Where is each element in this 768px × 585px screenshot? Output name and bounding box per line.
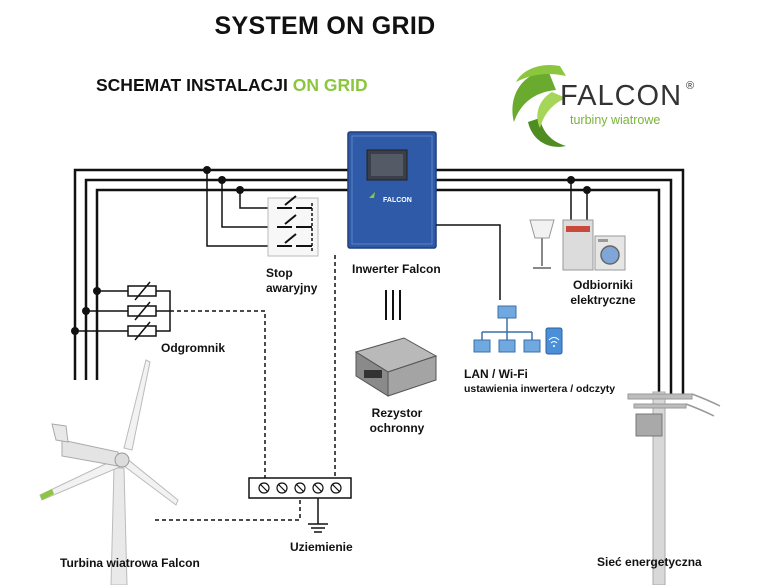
falcon-logo-icon <box>512 64 566 147</box>
loads-label-line1: Odbiorniki <box>573 278 633 292</box>
subtitle-accent: ON GRID <box>292 75 368 95</box>
wind-turbine-icon <box>39 359 179 585</box>
turbine-label: Turbina wiatrowa Falcon <box>60 556 200 570</box>
brand-registered-mark: ® <box>686 80 695 92</box>
loads-label: Odbiorniki elektryczne <box>548 278 658 308</box>
lan-label-line2: ustawienia inwertera / odczyty <box>464 383 616 395</box>
inverter-badge: FALCON <box>383 197 412 204</box>
inverter-icon <box>347 131 437 249</box>
resistor-leads <box>385 290 401 320</box>
page-title: SYSTEM ON GRID <box>214 12 436 40</box>
stop-switch-icon <box>206 170 319 257</box>
terminal-block-icon <box>248 477 352 499</box>
surge-arrester-label: Odgromnik <box>161 341 226 355</box>
lan-label-line1: LAN / Wi-Fi <box>464 367 528 381</box>
stop-label: Stop awaryjny <box>266 266 317 296</box>
grid-label: Sieć energetyczna <box>597 555 702 569</box>
boiler-icon <box>562 219 594 271</box>
brand-name: FALCON <box>560 80 683 112</box>
lan-cable <box>436 224 501 300</box>
power-pole-icon <box>627 391 721 585</box>
subtitle-prefix: SCHEMAT INSTALACJI <box>96 75 288 95</box>
inverter-label: Inwerter Falcon <box>352 262 441 276</box>
brand-tagline: turbiny wiatrowe <box>570 113 661 127</box>
resistor-label-line1: Rezystor <box>371 406 423 420</box>
stop-label-line2: awaryjny <box>266 281 318 295</box>
lamp-icon <box>529 219 555 269</box>
tablet-wifi-icon <box>545 327 563 355</box>
resistor-label: Rezystor ochronny <box>357 406 437 436</box>
lan-label: LAN / Wi-Fi ustawienia inwertera / odczy… <box>464 367 615 397</box>
washing-machine-icon <box>594 235 626 271</box>
ground-wires <box>155 255 336 521</box>
ground-symbol-icon <box>308 498 328 533</box>
computer-network-icon <box>473 305 541 353</box>
grounding-label: Uziemienie <box>290 540 353 554</box>
loads-label-line2: elektryczne <box>570 293 636 307</box>
resistor-icon <box>354 337 438 397</box>
diagram-subtitle: SCHEMAT INSTALACJI ON GRID <box>96 75 368 96</box>
right-bus-lines <box>436 168 685 395</box>
surge-arrester-icon <box>75 281 171 341</box>
stop-label-line1: Stop <box>266 266 293 280</box>
resistor-label-line2: ochronny <box>369 421 425 435</box>
